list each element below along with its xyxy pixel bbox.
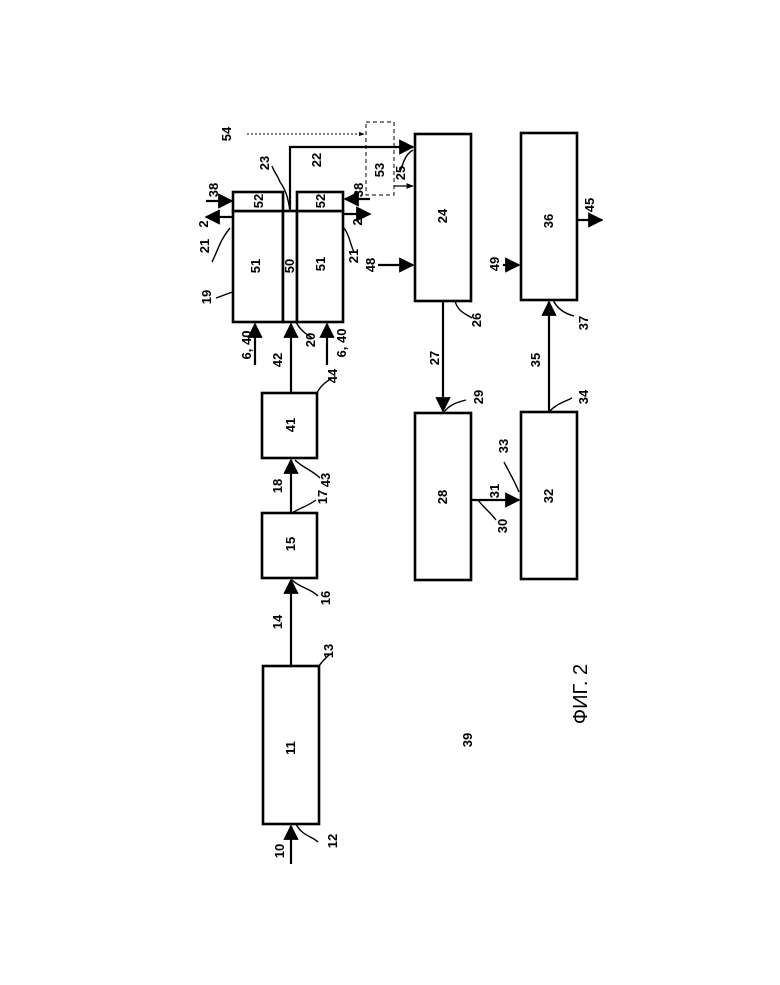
block-52-right-label: 52 [313, 194, 328, 208]
ref-23: 23 [257, 156, 272, 170]
block-15: 15 [262, 513, 317, 578]
block-52-left: 52 [233, 192, 283, 211]
ref-26: 26 [469, 313, 484, 327]
ref-29: 29 [471, 390, 486, 404]
block-32: 32 [521, 412, 577, 579]
block-15-label: 15 [283, 537, 298, 551]
block-50: 50 [282, 211, 297, 322]
block-24-label: 24 [435, 208, 450, 223]
block-36: 36 [521, 133, 577, 300]
ref-34: 34 [576, 389, 591, 404]
ref-6-40-right: 6, 40 [334, 329, 349, 358]
ref-27: 27 [427, 351, 442, 365]
ref-12: 12 [325, 834, 340, 848]
block-36-label: 36 [541, 214, 556, 228]
block-41-label: 41 [283, 418, 298, 432]
ref-38-left: 38 [206, 183, 221, 197]
ref-44: 44 [325, 368, 340, 383]
ref-21-left: 21 [197, 239, 212, 253]
block-51-right-label: 51 [313, 257, 328, 271]
ref-2-right: 2 [350, 218, 365, 225]
block-53-label: 53 [372, 163, 387, 177]
block-53-dashed: 53 [366, 122, 394, 195]
ref-49: 49 [487, 257, 502, 271]
ref-2-left: 2 [196, 220, 211, 227]
ref-25: 25 [393, 166, 408, 180]
figure-caption: ФИГ. 2 [570, 664, 592, 724]
block-50-label: 50 [282, 259, 297, 273]
ref-30: 30 [495, 519, 510, 533]
ref-43: 43 [318, 473, 333, 487]
ref-21-right: 21 [346, 249, 361, 263]
ref-14: 14 [270, 614, 285, 629]
block-51-right: 51 [297, 211, 343, 322]
ref-35: 35 [528, 353, 543, 367]
ref-10: 10 [272, 844, 287, 858]
ref-33: 33 [496, 439, 511, 453]
ref-37: 37 [576, 316, 591, 330]
block-41: 41 [262, 393, 317, 458]
ref-17: 17 [315, 490, 330, 504]
ref-22: 22 [309, 153, 324, 167]
block-51-left: 51 [233, 211, 283, 322]
ref-42: 42 [270, 353, 285, 367]
ref-13: 13 [321, 644, 336, 658]
ref-18: 18 [270, 479, 285, 493]
ref-19: 19 [199, 290, 214, 304]
block-24: 24 [415, 134, 471, 301]
ref-6-40-left: 6, 40 [239, 331, 254, 360]
block-52-right: 52 [297, 192, 343, 211]
block-28: 28 [415, 413, 471, 580]
ref-48: 48 [363, 258, 378, 272]
block-32-label: 32 [541, 489, 556, 503]
block-52-left-label: 52 [251, 194, 266, 208]
block-51-left-label: 51 [248, 259, 263, 273]
ref-39: 39 [460, 733, 475, 747]
ref-20: 20 [303, 333, 318, 347]
block-28-label: 28 [435, 490, 450, 504]
ref-31: 31 [487, 484, 502, 498]
ref-54: 54 [219, 126, 234, 141]
ref-38-right: 38 [351, 183, 366, 197]
ref-16: 16 [318, 591, 333, 605]
block-11: 11 [263, 666, 319, 824]
ref-45: 45 [582, 198, 597, 212]
block-11-label: 11 [283, 741, 298, 755]
